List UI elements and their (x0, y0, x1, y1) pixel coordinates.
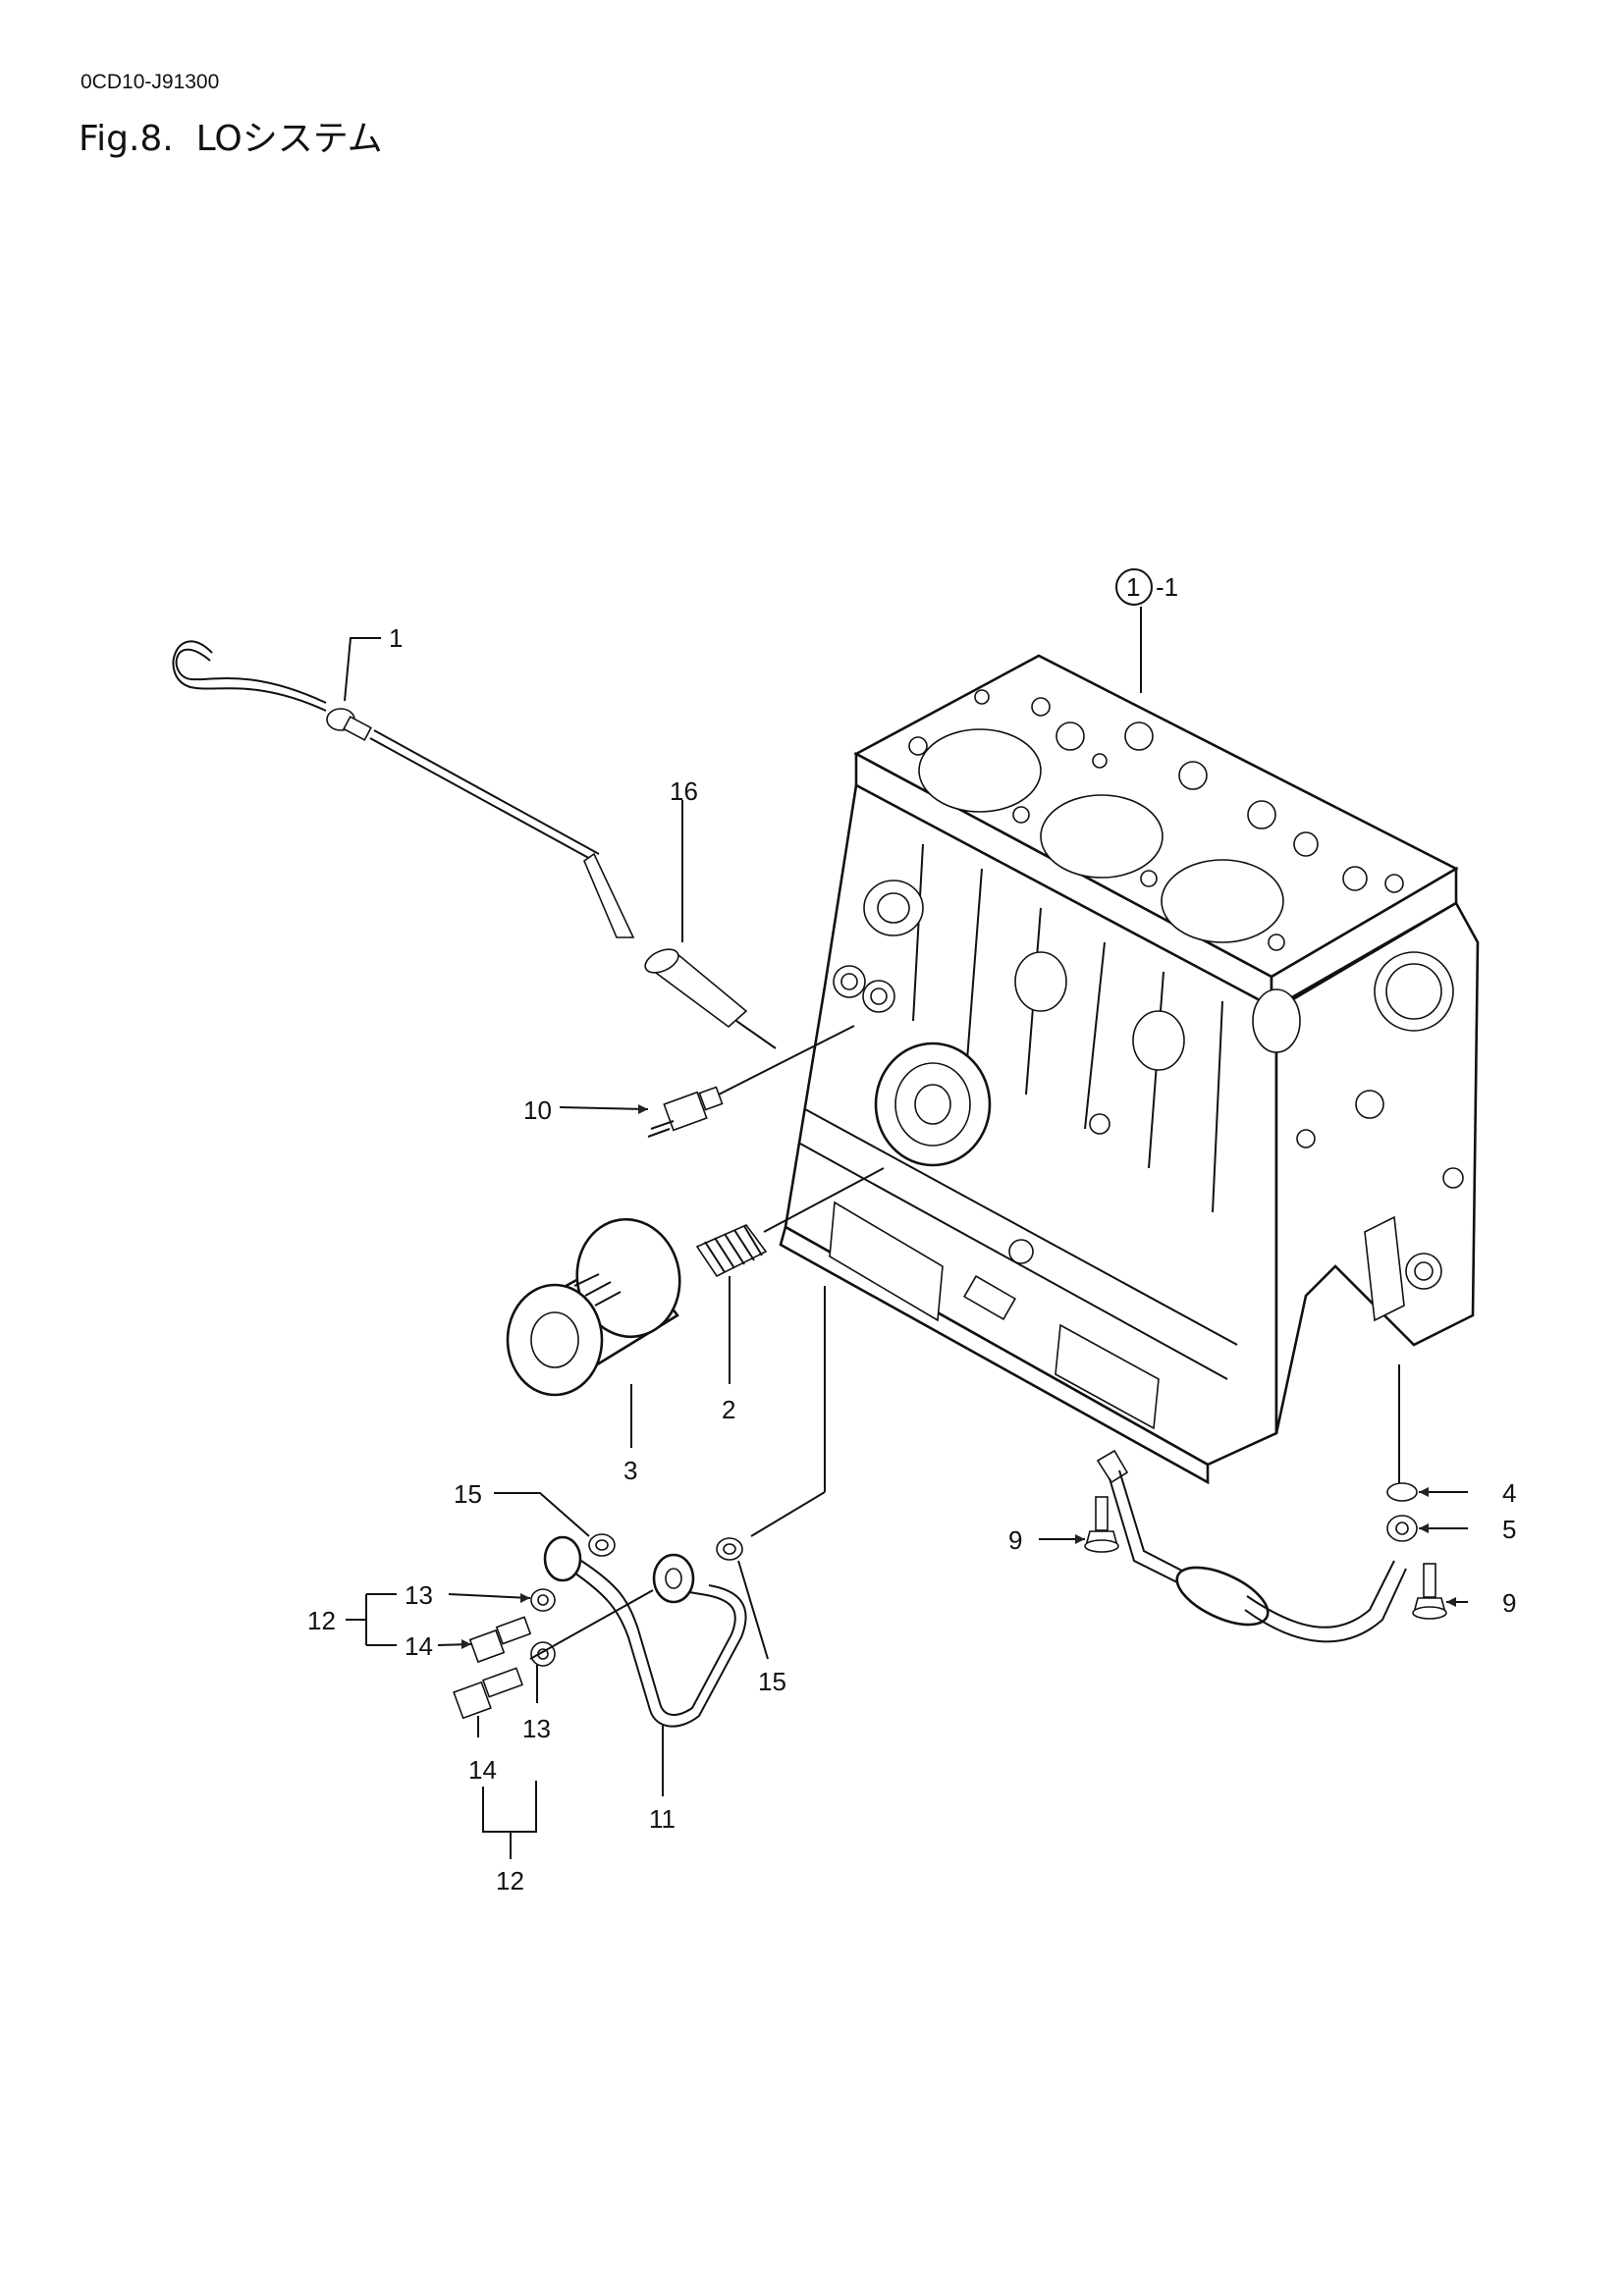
callout-labels: 1 1 -1 16 10 2 3 4 5 9 9 15 15 12 13 14 … (307, 568, 1516, 1896)
callout-15a: 15 (454, 1479, 482, 1509)
flange-bolt-9a (1084, 1496, 1119, 1553)
pipe-16 (644, 948, 777, 1049)
callout-3: 3 (623, 1456, 637, 1485)
oil-pipe (543, 1286, 826, 1728)
callout-9a: 9 (1008, 1525, 1022, 1555)
callout-12b: 12 (496, 1866, 524, 1896)
oil-pressure-switch (647, 1025, 855, 1138)
callout-13a: 13 (405, 1580, 433, 1610)
joint-bolt-14b (453, 1667, 524, 1720)
joint-bolt-14a (468, 1616, 532, 1664)
filter-mounting-boss (874, 1041, 992, 1167)
o-ring-4 (1386, 1482, 1418, 1502)
oil-strainer (1096, 1364, 1407, 1643)
callout-9b: 9 (1502, 1588, 1516, 1618)
callout-5: 5 (1502, 1515, 1516, 1544)
document-code: 0CD10-J91300 (81, 71, 220, 93)
callout-1-1-suffix: -1 (1156, 572, 1178, 602)
callout-16: 16 (670, 776, 698, 806)
callout-10: 10 (523, 1095, 552, 1125)
figure-name: LOシステム (195, 119, 383, 159)
callout-13b: 13 (522, 1714, 551, 1743)
figure-number: Fig.8. (79, 119, 174, 159)
figure-title: Fig.8. LOシステム (79, 110, 383, 161)
callout-1: 1 (389, 623, 403, 653)
oil-filter-cartridge (506, 1217, 681, 1397)
callout-2: 2 (722, 1395, 735, 1424)
callout-12a: 12 (307, 1606, 336, 1635)
filter-nipple (695, 1167, 885, 1278)
reference-circle (1115, 568, 1153, 606)
flange-bolt-9b (1412, 1563, 1447, 1620)
oil-level-dipstick (172, 640, 635, 938)
callout-15b: 15 (758, 1667, 786, 1696)
callout-14a: 14 (405, 1631, 433, 1661)
leader-arrows (461, 1104, 1456, 1649)
callout-11: 11 (649, 1804, 676, 1834)
callout-4: 4 (1502, 1478, 1516, 1508)
callout-1-1-circle: 1 (1126, 572, 1140, 602)
callout-14b: 14 (468, 1755, 497, 1785)
cylinder-block (779, 654, 1480, 1485)
